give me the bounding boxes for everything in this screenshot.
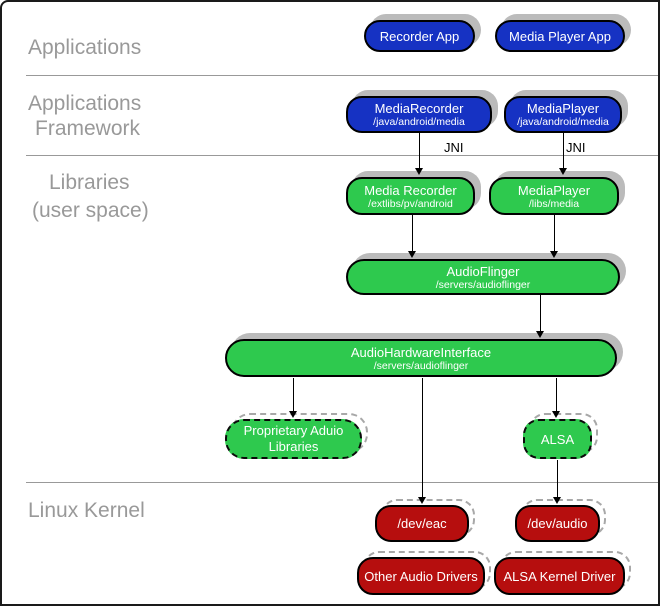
node-dev-audio: /dev/audio [515, 505, 600, 542]
layer-label-libraries-line1: Libraries [49, 171, 130, 194]
node-path: /servers/audioflinger [435, 278, 531, 291]
jni-label-right: JNI [566, 140, 586, 155]
arrow-recorder-to-audioflinger [408, 215, 417, 258]
node-title: Recorder App [379, 28, 460, 44]
layer-label-framework-line2: Framework [35, 117, 141, 140]
arrow-audioflinger-to-ahi [536, 295, 545, 338]
node-audiohardwareinterface: AudioHardwareInterface /servers/audiofli… [225, 339, 617, 377]
arrow-player-to-audioflinger [550, 215, 559, 258]
jni-label-left: JNI [444, 140, 464, 155]
divider-framework-libraries [26, 155, 658, 156]
node-path: /java/android/media [373, 116, 465, 128]
layer-label-kernel: Linux Kernel [28, 499, 145, 522]
node-dev-eac: /dev/eac [375, 505, 469, 542]
node-title: MediaPlayer [517, 182, 591, 198]
node-title: AudioFlinger [446, 263, 520, 279]
node-audioflinger: AudioFlinger /servers/audioflinger [346, 259, 620, 295]
node-title: Media Recorder [364, 182, 457, 198]
node-media-recorder-lib: Media Recorder /extlibs/pv/android [346, 177, 475, 215]
layer-label-applications: Applications [28, 36, 142, 59]
node-alsa: ALSA [523, 419, 592, 459]
arrow-ahi-to-alsa [552, 378, 561, 418]
arrow-ahi-to-dev-eac [418, 378, 427, 504]
node-title: /dev/eac [397, 516, 447, 531]
node-recorder-app: Recorder App [364, 20, 475, 52]
node-other-audio-drivers: Other Audio Drivers [357, 557, 485, 595]
node-path: /java/android/media [517, 116, 609, 128]
node-title: Other Audio Drivers [364, 568, 478, 584]
arrow-alsa-to-dev-audio [553, 460, 562, 504]
layer-label-libraries-line2: (user space) [32, 199, 149, 222]
node-title: /dev/audio [527, 516, 588, 531]
arrow-ahi-to-proprietary [289, 378, 298, 418]
arrow-mediaplayer-jni [559, 133, 568, 175]
node-title: Media Player App [509, 28, 611, 44]
node-title: AudioHardwareInterface [350, 344, 492, 360]
node-proprietary-audio-libraries: Proprietary Aduio Libraries [225, 419, 362, 459]
node-title: ALSA [540, 431, 575, 447]
divider-applications-framework [26, 75, 658, 76]
node-title: ALSA Kernel Driver [503, 568, 616, 584]
node-mediarecorder-framework: MediaRecorder /java/android/media [346, 96, 492, 133]
node-path: /libs/media [528, 197, 580, 210]
layer-label-framework-line1: Applications [28, 92, 142, 115]
divider-libraries-kernel [26, 482, 658, 483]
node-media-player-app: Media Player App [495, 20, 625, 52]
node-title: MediaRecorder [374, 101, 464, 116]
node-path: /servers/audioflinger [373, 359, 469, 372]
node-mediaplayer-lib: MediaPlayer /libs/media [489, 177, 619, 215]
arrow-mediarecorder-jni [415, 133, 424, 175]
node-alsa-kernel-driver: ALSA Kernel Driver [494, 557, 625, 595]
node-title: MediaPlayer [526, 101, 600, 116]
node-title: Proprietary Aduio Libraries [243, 423, 344, 454]
node-path: /extlibs/pv/android [368, 197, 453, 210]
node-mediaplayer-framework: MediaPlayer /java/android/media [504, 96, 622, 133]
